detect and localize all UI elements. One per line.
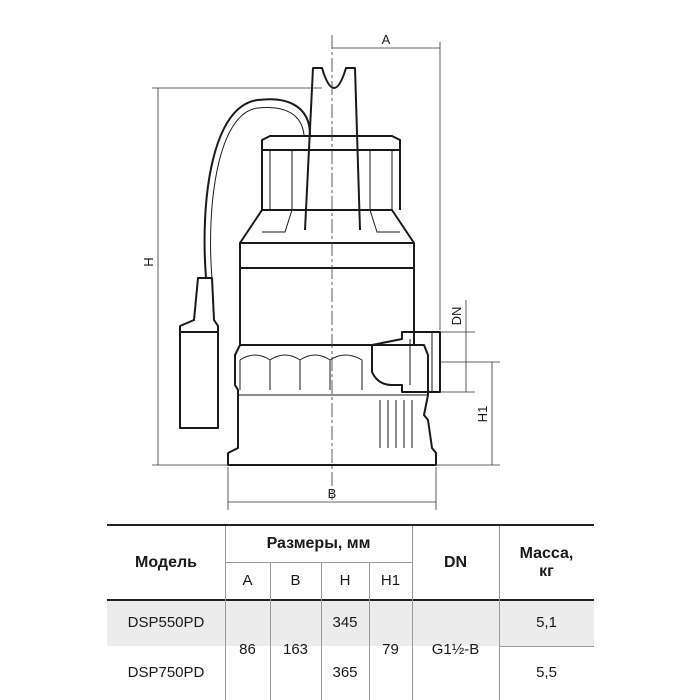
row-1-mass: 5,1 [536,614,557,632]
header-dn: DN [443,553,468,571]
pump-body [179,67,441,466]
header-b: B [290,571,301,589]
header-a: A [242,571,253,589]
col-divider [225,526,226,700]
pump-dimension-drawing: A B H DN H1 [141,32,500,510]
dimension-label-a: A [382,32,391,47]
mass-row-rule [499,646,594,647]
col-divider [499,526,500,700]
row-2-mass: 5,5 [536,663,557,681]
shared-h1: 79 [382,641,399,659]
row-2-h: 365 [332,663,358,681]
table-top-rule [107,524,594,526]
specification-table: Модель Размеры, мм DN Масса, кг A B H H1… [107,524,594,700]
pump-hatching [238,150,433,448]
row-2-model: DSP750PD [127,663,205,681]
row-shade [107,600,594,646]
header-model: Модель [135,553,197,571]
table-header-rule [107,599,594,601]
dimension-label-h: H [141,257,156,266]
dimension-label-b: B [328,486,337,501]
row-1-h: 345 [332,614,358,632]
dimensions-subheader-rule [225,562,412,563]
header-dimensions: Размеры, мм [266,535,371,553]
header-mass: Масса, кг [519,544,574,580]
col-divider [270,563,271,700]
dimension-label-h1: H1 [475,406,490,423]
header-h: H [339,571,351,589]
shared-dn: G1½-B [431,641,480,659]
col-divider [369,563,370,700]
dimension-label-dn: DN [449,307,464,326]
shared-a: 86 [239,641,256,659]
row-1-model: DSP550PD [127,614,205,632]
header-h1: H1 [380,571,401,589]
shared-b: 163 [282,641,309,659]
col-divider [412,526,413,700]
col-divider [321,563,322,700]
dimension-lines [152,35,500,510]
